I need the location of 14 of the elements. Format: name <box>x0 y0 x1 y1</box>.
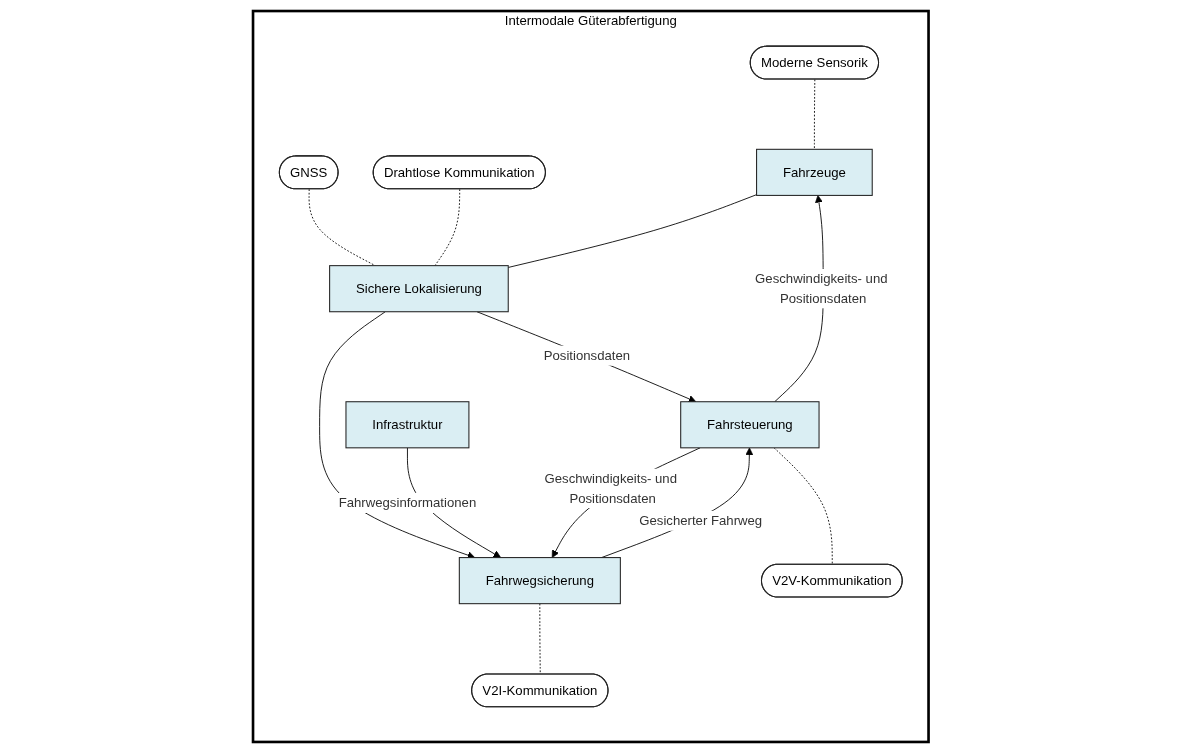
edge-label: Fahrwegsinformationen <box>338 494 476 510</box>
edge-label: Positionsdaten <box>543 347 630 363</box>
node-box: Fahrzeuge <box>755 148 873 196</box>
edge-label: Gesicherter Fahrweg <box>638 512 762 528</box>
connector <box>539 603 541 675</box>
connector <box>813 79 815 150</box>
node-box: Sichere Lokalisierung <box>328 265 509 313</box>
edge-label: Geschwindigkeits- und Positionsdaten <box>544 470 677 506</box>
node-box: Fahrwegsicherung <box>458 557 621 605</box>
connector <box>507 194 757 268</box>
edge-label: Geschwindigkeits- und Positionsdaten <box>754 270 888 306</box>
connector <box>308 188 376 267</box>
node-box: Infrastruktur <box>345 401 470 449</box>
node-box: Fahrsteuerung <box>679 401 820 449</box>
